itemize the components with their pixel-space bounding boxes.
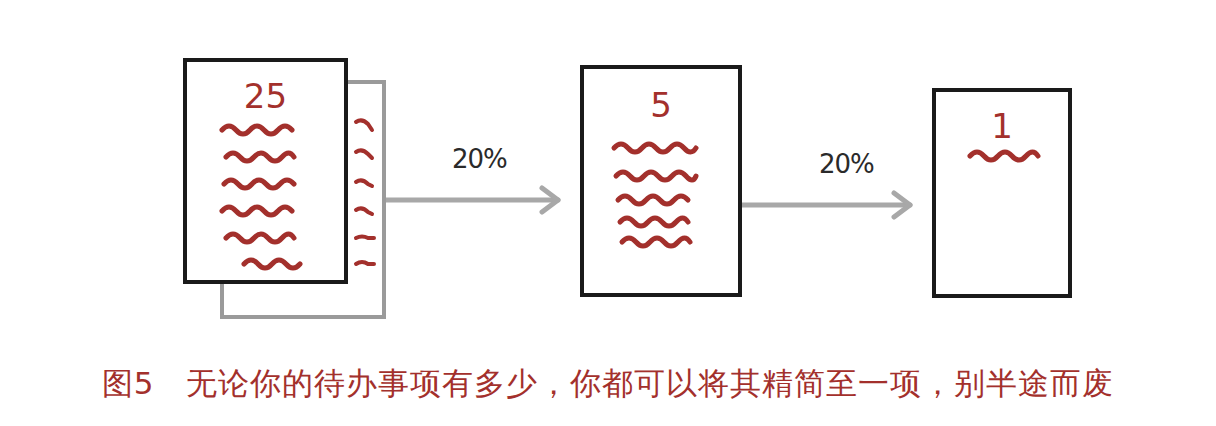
todo-lines xyxy=(614,144,696,246)
edge-label: 20% xyxy=(816,150,877,179)
item-count: 1 xyxy=(936,108,1068,145)
back-sheet-lines xyxy=(356,120,374,264)
todo-lines xyxy=(970,152,1038,160)
paper-sheet: 25 xyxy=(183,58,348,284)
todo-lines xyxy=(222,126,300,268)
progress-arrow xyxy=(742,193,910,217)
item-count: 5 xyxy=(584,87,738,124)
sheet-ground xyxy=(183,58,348,284)
paper-sheet: 5 xyxy=(580,65,742,297)
sheet-ground xyxy=(580,65,742,297)
paper-sheet: 1 xyxy=(932,88,1072,298)
figure-caption: 图5 无论你的待办事项有多少，你都可以将其精简至一项，别半途而废 xyxy=(0,365,1216,402)
edge-label: 20% xyxy=(449,145,510,174)
sheet-ground xyxy=(932,88,1072,298)
item-count: 25 xyxy=(187,78,344,115)
